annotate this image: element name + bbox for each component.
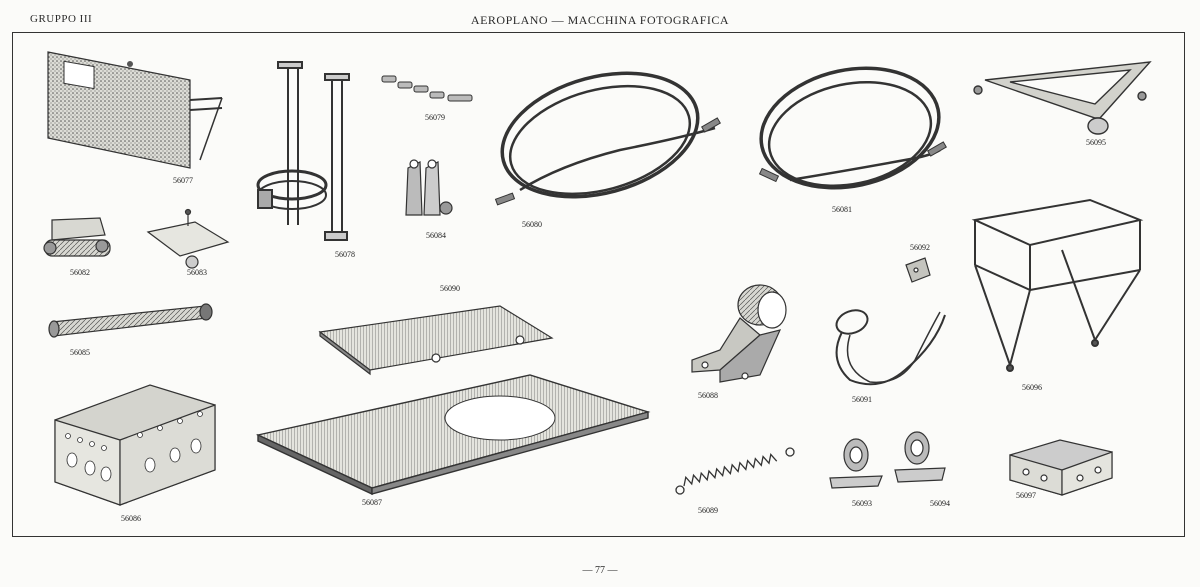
part-56080-control-cable-icon: [494, 71, 721, 206]
part-56077-camera-plate-icon: [47, 51, 223, 169]
part-label: 56089: [698, 506, 718, 515]
part-label: 56093: [852, 499, 872, 508]
part-label: 56085: [70, 348, 90, 357]
part-56089-spring-icon: [675, 447, 795, 495]
part-56097-small-box-icon: [1009, 439, 1113, 496]
part-label: 56084: [426, 231, 446, 240]
part-label: 56088: [698, 391, 718, 400]
part-label: 56083: [187, 268, 207, 277]
part-56082-bracket-icon: [43, 217, 111, 257]
part-56096-support-frame-icon: [971, 198, 1144, 372]
part-label: 56082: [70, 268, 90, 277]
catalog-frame: [12, 32, 1185, 537]
part-56087-base-tray-icon: [255, 374, 651, 496]
part-56094-pulley-icon: [894, 431, 946, 483]
part-label: 56095: [1086, 138, 1106, 147]
part-label: 56092: [910, 243, 930, 252]
part-label: 56081: [832, 205, 852, 214]
part-56078-camera-mount-frame-icon: [256, 61, 350, 241]
part-56081-control-cable-icon: [758, 66, 947, 190]
part-56088-clamp-bracket-icon: [691, 284, 787, 383]
part-56090-cover-plate-icon: [318, 305, 554, 376]
part-label: 56079: [425, 113, 445, 122]
page-number: — 77 —: [582, 565, 618, 576]
part-56095-triangular-support-icon: [973, 61, 1152, 135]
part-56085-tube-icon: [48, 303, 213, 338]
part-56091-release-cable-icon: [835, 309, 946, 386]
part-label: 56094: [930, 499, 950, 508]
part-56083-mounting-plate-icon: [146, 208, 230, 269]
part-label: 56080: [522, 220, 542, 229]
part-label: 56097: [1016, 491, 1036, 500]
part-label: 56077: [173, 176, 193, 185]
part-label: 56087: [362, 498, 382, 507]
part-label: 56078: [335, 250, 355, 259]
group-label: GRUPPO III: [30, 13, 93, 25]
part-label: 56096: [1022, 383, 1042, 392]
page-title: AEROPLANO — MACCHINA FOTOGRAFICA: [470, 13, 730, 27]
part-label: 56090: [440, 284, 460, 293]
part-56079-chain-link-icon: [381, 75, 473, 102]
part-label: 56086: [121, 514, 141, 523]
part-56093-pulley-icon: [829, 438, 883, 489]
part-56086-perforated-box-icon: [54, 384, 216, 506]
part-label: 56091: [852, 395, 872, 404]
part-56092-small-plate-icon: [905, 257, 931, 283]
part-56084-fork-bracket-icon: [405, 159, 453, 216]
